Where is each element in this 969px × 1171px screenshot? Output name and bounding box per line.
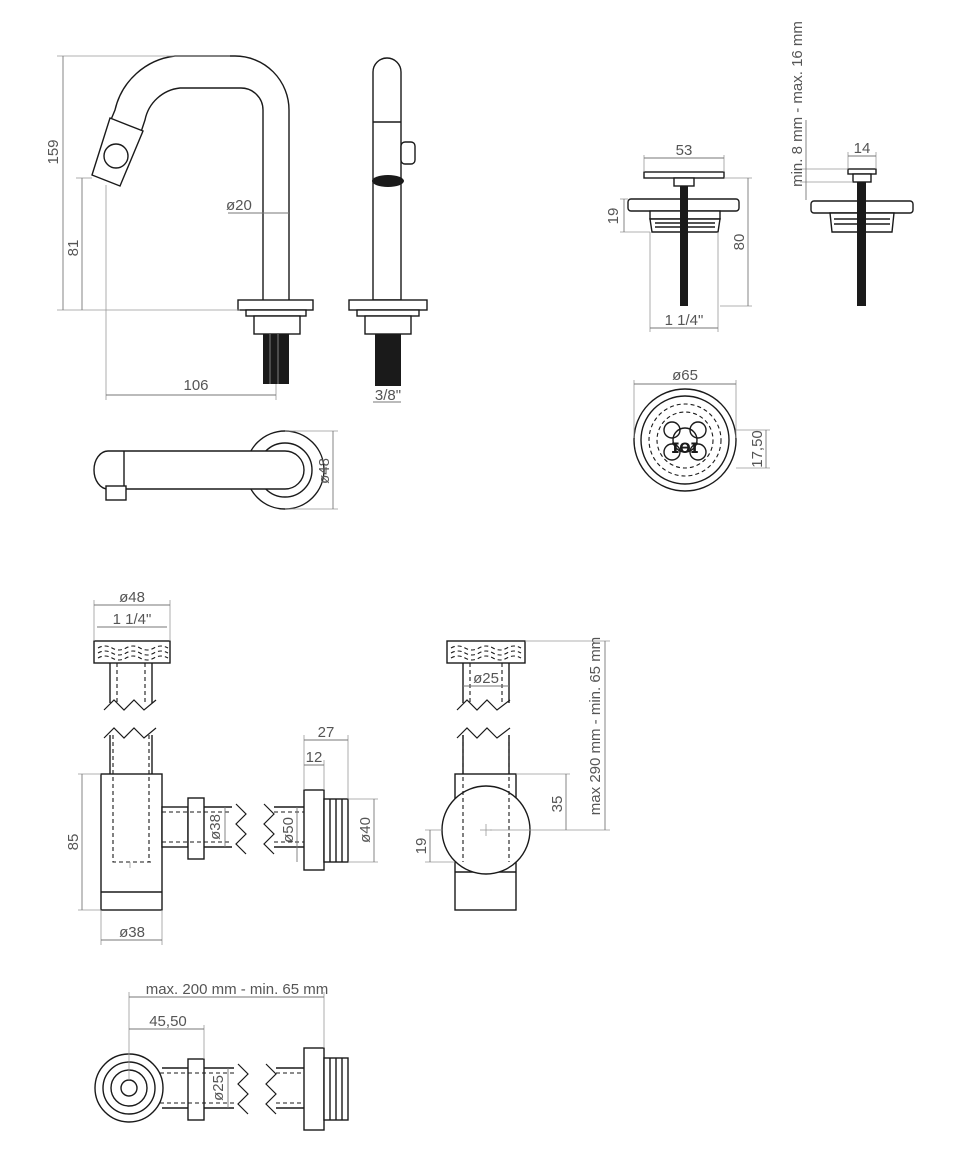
- dim-waste-height: 80: [731, 234, 748, 251]
- dim-waste-diameter: ø65: [672, 367, 698, 384]
- dim-wall-offset: 45,50: [149, 1013, 187, 1030]
- dim-35: 35: [549, 796, 566, 813]
- trap-top-view: max. 200 mm - min. 65 mm 45,50 ø25: [94, 981, 349, 1131]
- faucet-front-dimensions: 159 81 ø20 106: [45, 55, 289, 400]
- dim-waste-offset: 17,50: [749, 430, 766, 468]
- dim-trap-inlet-diameter: ø25: [473, 670, 499, 687]
- faucet-side-view: 3/8": [348, 57, 428, 404]
- dim-waste-flange: 19: [605, 208, 622, 225]
- dim-trap-top-thread: 1 1/4": [113, 611, 152, 628]
- dim-outlet-pipe-diameter: ø25: [210, 1075, 227, 1101]
- dim-waste-thread: 1 1/4": [665, 312, 704, 329]
- dim-trap-adjust: max 290 mm - min. 65 mm: [587, 637, 604, 815]
- dim-waste-cap: 53: [676, 142, 693, 159]
- trap-front-view: [93, 640, 349, 911]
- dim-waste-stem: 14: [854, 140, 871, 157]
- dim-wall-pipe-outer: ø50: [280, 817, 297, 843]
- dim-12: 12: [306, 749, 323, 766]
- dim-spout-diameter: ø20: [226, 197, 252, 214]
- dim-19: 19: [413, 838, 430, 855]
- faucet-front-view: [91, 55, 314, 384]
- waste-top-view: ɪɵɪ ø65 17,50: [633, 367, 770, 492]
- dim-106: 106: [183, 377, 208, 394]
- faucet-top-view: ø48: [93, 430, 338, 510]
- dim-27: 27: [318, 724, 335, 741]
- dim-85: 85: [65, 834, 82, 851]
- dim-trap-top-diameter: ø48: [119, 589, 145, 606]
- dim-wall-distance: max. 200 mm - min. 65 mm: [146, 981, 329, 998]
- dim-basin-thickness: min. 8 mm - max. 16 mm: [789, 21, 806, 187]
- waste-cross-mark: ɪɵɪ: [671, 437, 698, 458]
- dim-trap-outlet-diameter: ø38: [207, 814, 224, 840]
- dim-159: 159: [45, 139, 62, 164]
- dim-base-diameter: ø48: [316, 458, 333, 484]
- waste-front-view: 53 19 80 1 1/4": [605, 142, 752, 332]
- trap-front-dimensions: ø48 1 1/4" 85 ø38 ø38 27 12 ø50 ø40: [65, 589, 378, 945]
- dim-shank-thread: 3/8": [375, 387, 401, 404]
- dim-81: 81: [65, 240, 82, 257]
- dim-wall-pipe-inner: ø40: [357, 817, 374, 843]
- trap-side-view: ø25 35 19 max 290 mm - min. 65 mm: [413, 637, 610, 911]
- waste-side-view: 14 min. 8 mm - max. 16 mm: [789, 21, 914, 306]
- dim-trap-body-diameter: ø38: [119, 924, 145, 941]
